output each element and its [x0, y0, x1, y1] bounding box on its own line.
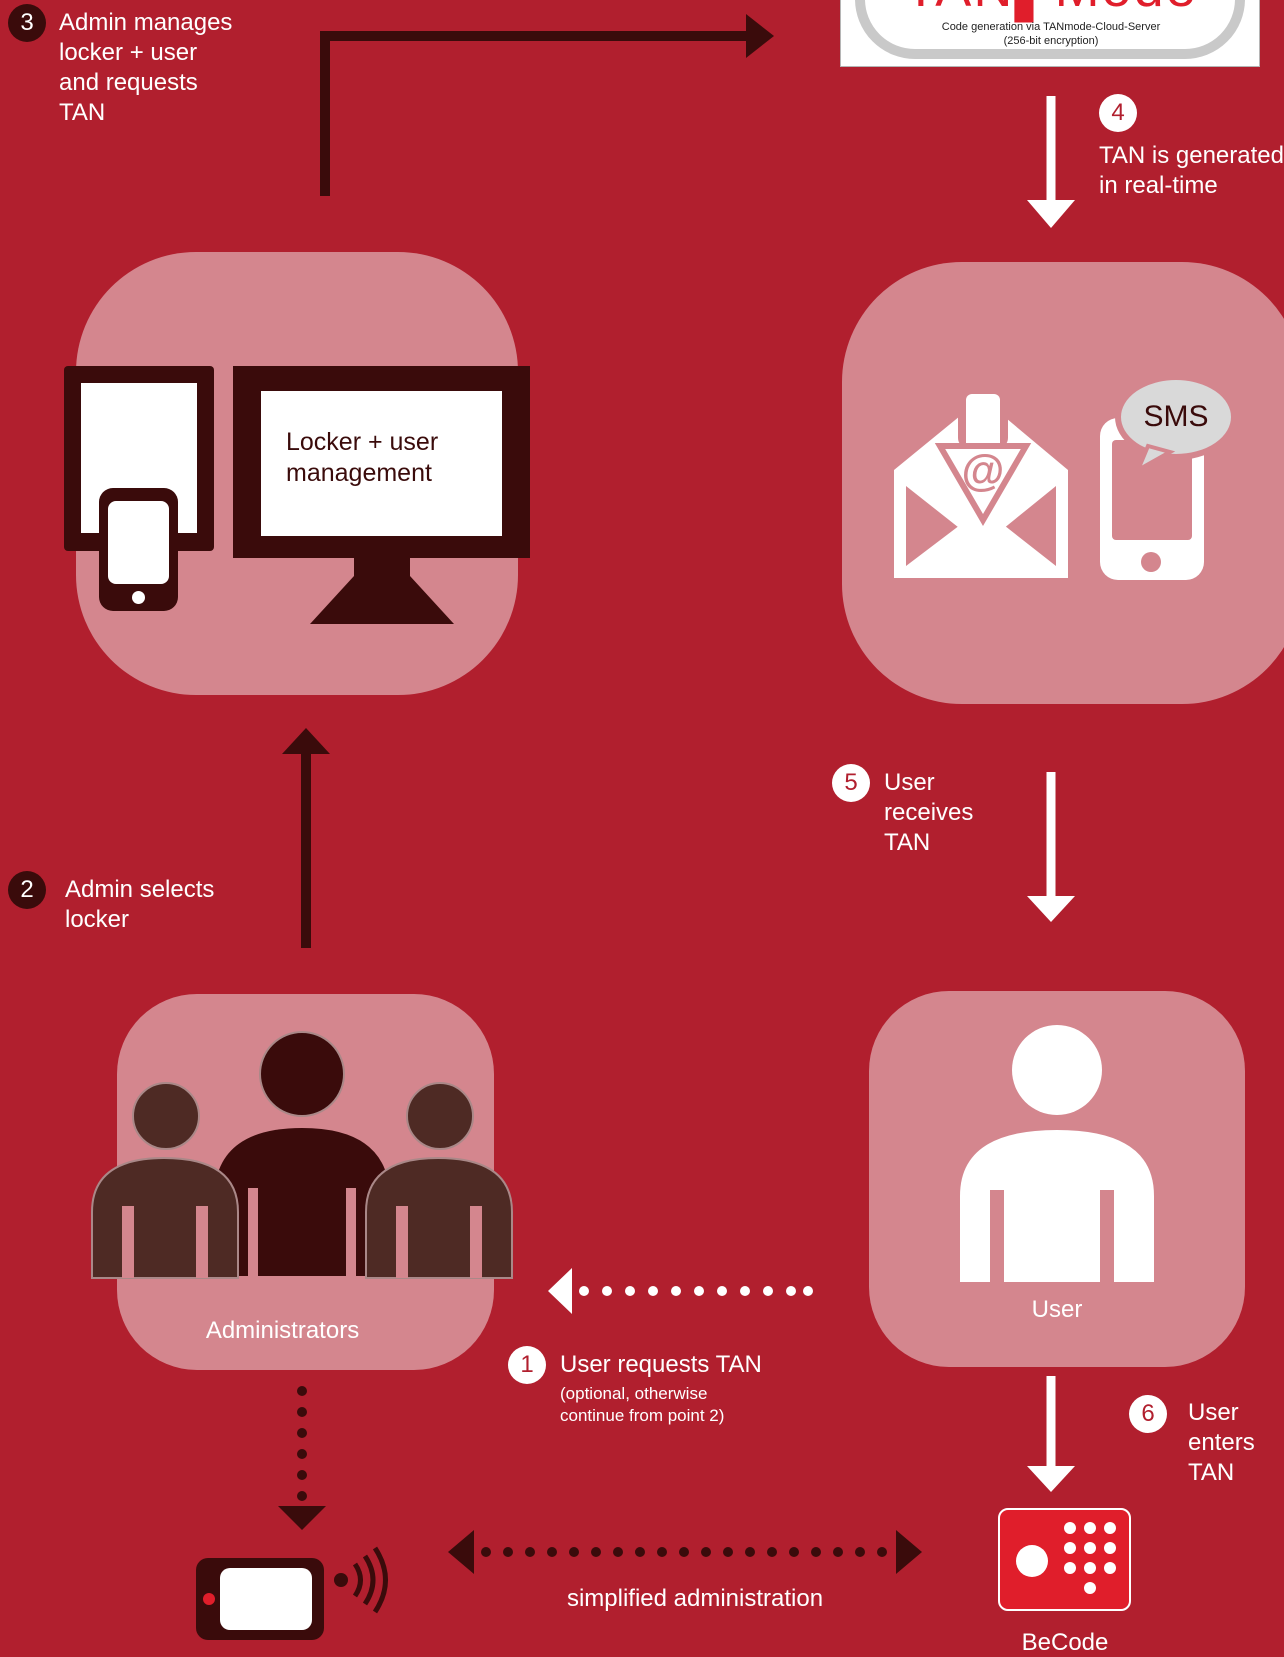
monitor-screen: Locker + user management	[261, 391, 502, 536]
smartphone-screen	[108, 501, 169, 584]
sms-label: SMS	[1143, 400, 1209, 433]
step-1-title: User requests TAN	[560, 1351, 762, 1378]
becode-lock-icon	[998, 1508, 1131, 1611]
step-4-badge: 4	[1099, 94, 1137, 132]
user-label: User	[1031, 1296, 1083, 1323]
becode-keypad	[1016, 1522, 1116, 1594]
monitor-screen-line2: management	[286, 459, 432, 487]
monitor-icon: Locker + user management	[233, 366, 530, 558]
step-2-line1: Admin selects	[65, 876, 215, 903]
step-6-line2: enters	[1188, 1429, 1255, 1456]
monitor-screen-line1: Locker + user	[286, 428, 439, 456]
step-2-badge: 2	[8, 871, 46, 909]
wireless-reader-light	[203, 1593, 215, 1605]
step-3-badge: 3	[8, 4, 46, 42]
step-1-note: (optional, otherwise continue from point…	[560, 1383, 724, 1427]
step-6-text: User enters TAN	[1188, 1398, 1255, 1488]
step-4-line2: in real-time	[1099, 172, 1218, 199]
step-1-note-line2: continue from point 2)	[560, 1406, 725, 1425]
simplified-administration-label: simplified administration	[566, 1585, 824, 1612]
step-3-line4: TAN	[59, 99, 106, 126]
step-3-line2: locker + user	[59, 39, 198, 66]
step-5-line3: TAN	[884, 829, 931, 856]
step-3-line1: Admin manages	[59, 9, 233, 36]
tanmode-server-panel: TAN▌Mode Code generation via TANmode-Clo…	[840, 0, 1260, 67]
server-caption-line1: Code generation via TANmode-Cloud-Server	[941, 21, 1161, 33]
step-3-line3: and requests	[59, 69, 198, 96]
sms-phone-home-button	[1141, 552, 1161, 572]
step-4-line1: TAN is generated	[1099, 142, 1284, 169]
step-4-text: TAN is generated in real-time	[1099, 141, 1284, 201]
tanmode-logo-text: TAN▌Mode	[841, 0, 1261, 15]
step-6-badge: 6	[1129, 1395, 1167, 1433]
becode-label: BeCode	[1021, 1629, 1109, 1656]
step-5-text: User receives TAN	[884, 768, 973, 858]
server-caption-line2: (256-bit encryption)	[1003, 35, 1099, 47]
email-at-symbol: @	[961, 446, 1005, 495]
administrators-label: Administrators	[205, 1317, 360, 1344]
step-2-text: Admin selects locker	[65, 875, 214, 935]
wireless-reader-screen	[220, 1568, 312, 1630]
step-2-line2: locker	[65, 906, 130, 933]
smartphone-icon	[99, 488, 178, 611]
step-6-line1: User	[1188, 1399, 1239, 1426]
tablet-icon	[64, 366, 214, 551]
step-1-badge: 1	[508, 1346, 546, 1384]
step-1-note-line1: (optional, otherwise	[560, 1384, 708, 1403]
step-5-line1: User	[884, 769, 935, 796]
smartphone-home-button	[132, 591, 145, 604]
step-3-text: Admin manages locker + user and requests…	[59, 8, 232, 128]
wireless-reader-icon	[196, 1558, 324, 1640]
step-5-badge: 5	[832, 764, 870, 802]
step-6-line3: TAN	[1188, 1459, 1235, 1486]
step-5-line2: receives	[884, 799, 974, 826]
